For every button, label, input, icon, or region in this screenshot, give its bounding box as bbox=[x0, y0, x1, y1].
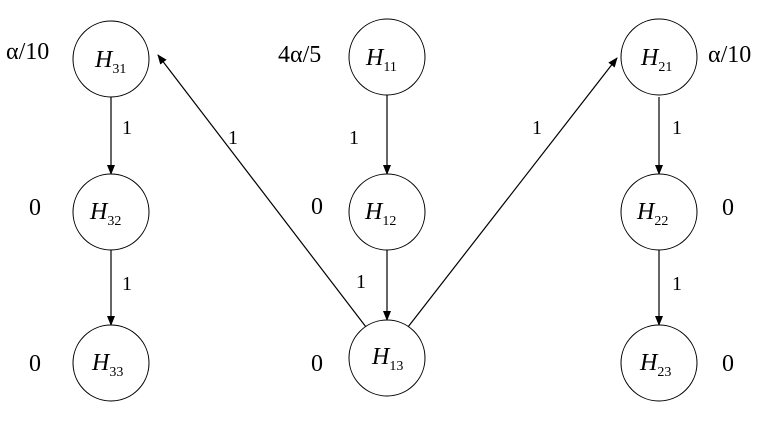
node-circle bbox=[72, 20, 150, 98]
node-h23: H23 0 bbox=[620, 324, 734, 402]
node-label: H22 bbox=[636, 199, 668, 229]
node-h33: H33 0 bbox=[29, 324, 150, 402]
node-h21: H21 α/10 bbox=[620, 18, 751, 96]
edge-label-h11-h12: 1 bbox=[349, 127, 359, 149]
node-h12: H12 0 bbox=[311, 173, 426, 251]
node-circle bbox=[348, 18, 426, 96]
node-circle bbox=[620, 324, 698, 402]
edges: 1 1 1 1 1 1 1 1 bbox=[107, 54, 682, 328]
node-label: H31 bbox=[94, 47, 126, 77]
node-label: H12 bbox=[364, 199, 396, 229]
edge-label-h31-h32: 1 bbox=[122, 117, 132, 139]
node-label: H23 bbox=[639, 350, 671, 380]
node-weight: 0 bbox=[722, 195, 734, 221]
node-circle bbox=[620, 173, 698, 251]
node-label: H21 bbox=[640, 45, 672, 75]
node-circle bbox=[348, 319, 426, 397]
edge-label-h21-h22: 1 bbox=[672, 117, 682, 139]
edge-label-h32-h33: 1 bbox=[122, 273, 132, 295]
node-h31: H31 α/10 bbox=[6, 20, 150, 98]
node-circle bbox=[620, 18, 698, 96]
edge-label-h13-h31: 1 bbox=[228, 127, 238, 149]
node-h11: H11 4α/5 bbox=[278, 18, 426, 96]
node-weight: 0 bbox=[311, 194, 323, 220]
nodes: H31 α/10 H32 0 H33 0 H11 4α/5 bbox=[6, 18, 751, 402]
node-circle bbox=[72, 173, 150, 251]
node-weight: α/10 bbox=[708, 42, 751, 68]
edge-label-h22-h23: 1 bbox=[672, 273, 682, 295]
edge-label-h13-h21: 1 bbox=[532, 117, 542, 139]
node-circle bbox=[348, 173, 426, 251]
node-label: H33 bbox=[91, 350, 123, 380]
node-label: H32 bbox=[89, 199, 121, 229]
node-weight: 4α/5 bbox=[278, 42, 321, 68]
node-h13: H13 0 bbox=[311, 319, 426, 397]
node-h22: H22 0 bbox=[620, 173, 734, 251]
node-label: H11 bbox=[365, 45, 397, 75]
edge-h13-h21 bbox=[407, 57, 618, 328]
node-label: H13 bbox=[371, 344, 403, 374]
node-weight: 0 bbox=[29, 195, 41, 221]
node-h32: H32 0 bbox=[29, 173, 150, 251]
node-weight: 0 bbox=[29, 351, 41, 377]
edge-h13-h31 bbox=[157, 54, 367, 328]
edge-label-h12-h13: 1 bbox=[356, 271, 366, 293]
node-weight: 0 bbox=[722, 351, 734, 377]
node-weight: 0 bbox=[311, 351, 323, 377]
node-weight: α/10 bbox=[6, 39, 49, 65]
node-circle bbox=[72, 324, 150, 402]
